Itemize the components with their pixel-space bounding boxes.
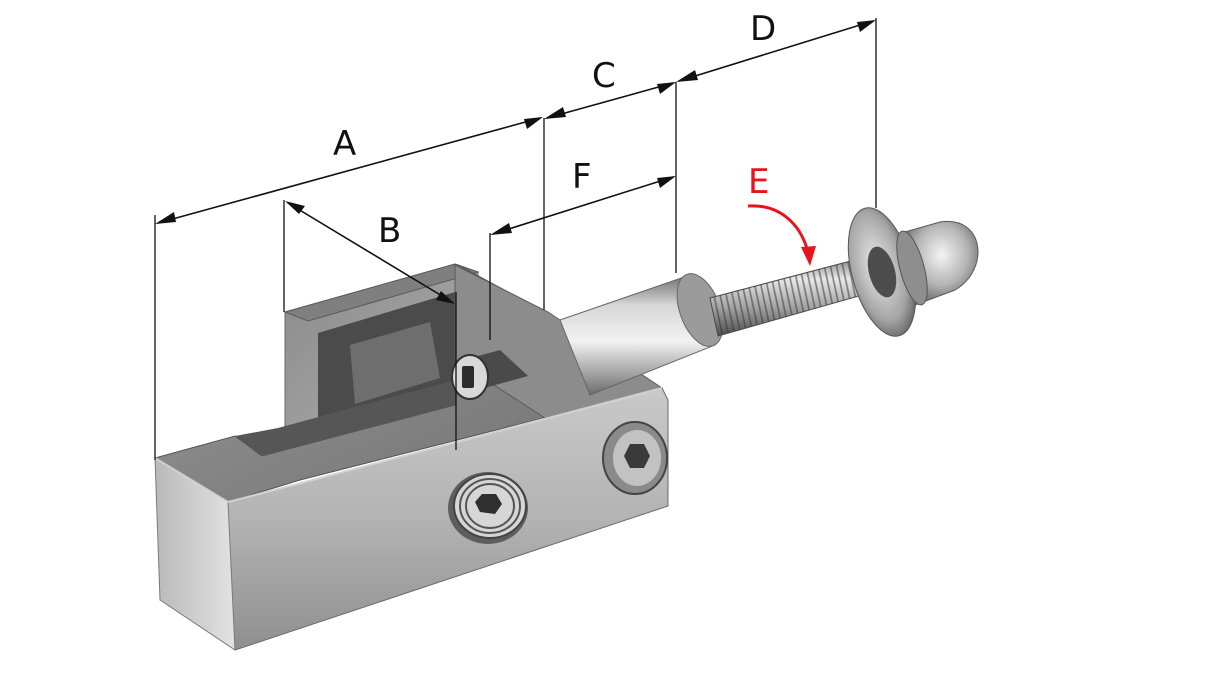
label-b: B [378, 211, 401, 251]
hex-socket-bolt-icon [602, 421, 668, 495]
dimension-f [490, 176, 676, 235]
dimension-d [676, 20, 876, 82]
back-block-top [283, 263, 480, 322]
inner-cavity-highlight [350, 322, 440, 404]
inner-set-screw [451, 354, 489, 400]
adjuster-sleeve [559, 273, 724, 396]
extension-lines [154, 18, 877, 460]
slot-recess [235, 380, 455, 456]
hex-socket-screw-icon [448, 472, 528, 544]
dimension-b [285, 201, 455, 304]
label-f: F [572, 157, 592, 197]
label-d: D [750, 9, 776, 49]
rotation-arrow-icon [747, 204, 816, 266]
label-e: E [748, 162, 769, 202]
washer-and-cap-nut [847, 207, 979, 337]
dimension-c [544, 82, 676, 119]
clamp-body [153, 263, 669, 651]
label-a: A [333, 124, 356, 164]
dimension-a [155, 117, 543, 224]
label-c: C [592, 56, 616, 96]
